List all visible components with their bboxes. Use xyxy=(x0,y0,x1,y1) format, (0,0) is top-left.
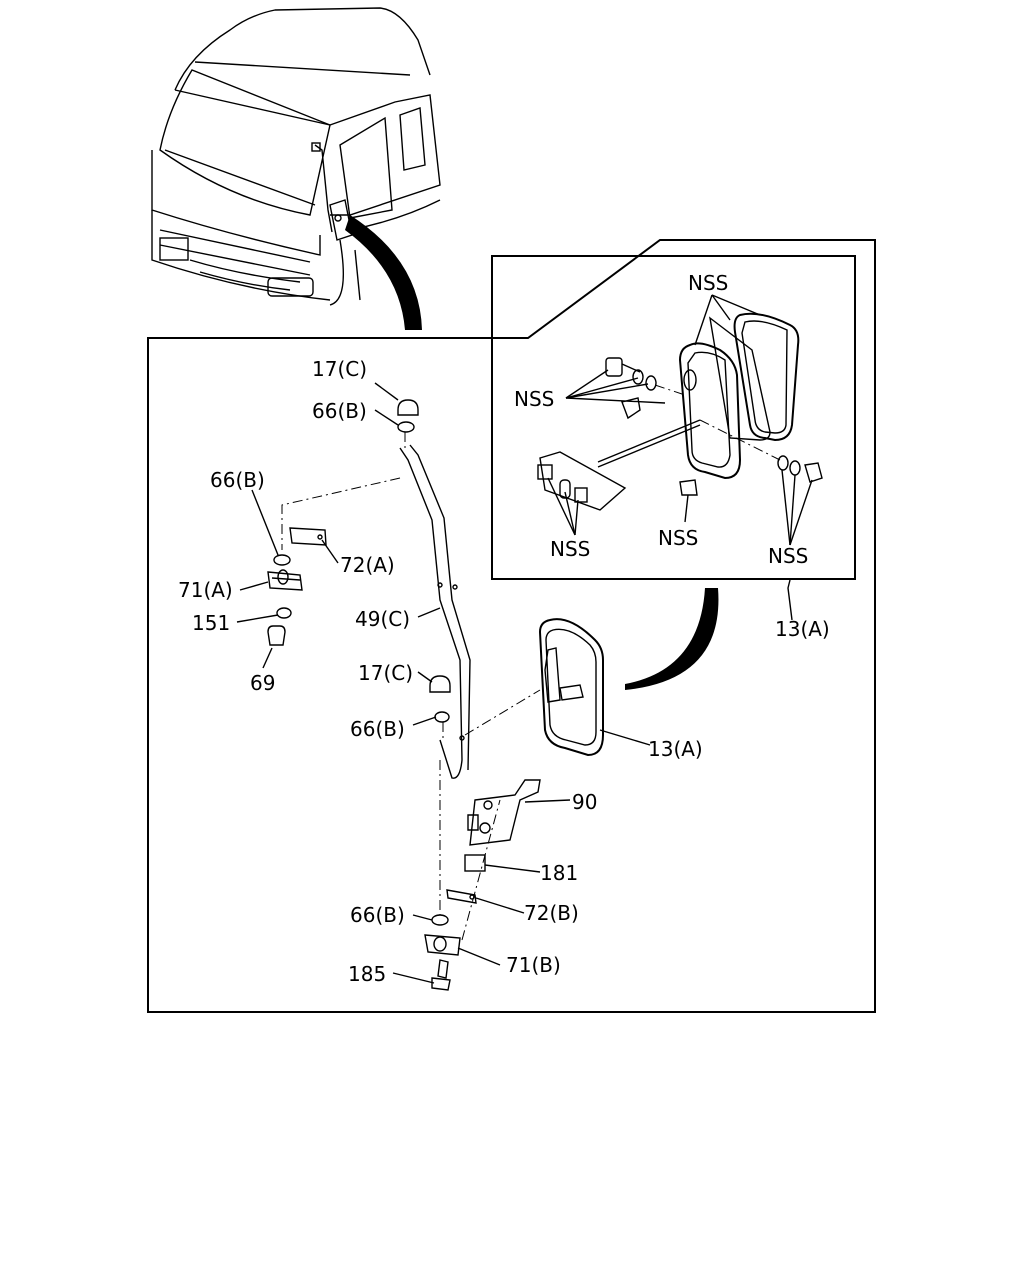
label-nss-bracket: NSS xyxy=(550,537,590,561)
label-66b-top: 66(B) xyxy=(312,399,367,423)
main-detail-frame xyxy=(147,239,876,1013)
leader-lines xyxy=(236,382,793,984)
nss-leaders xyxy=(547,294,813,546)
label-181: 181 xyxy=(540,861,578,885)
label-151: 151 xyxy=(192,611,230,635)
label-66b-bottom: 66(B) xyxy=(350,903,405,927)
mirror-stay xyxy=(397,399,471,779)
inset-mirror-exploded xyxy=(537,312,823,511)
label-185: 185 xyxy=(348,962,386,986)
inset-detail-frame xyxy=(491,255,856,580)
label-72b: 72(B) xyxy=(524,901,579,925)
callout-arrow-inset xyxy=(625,588,719,690)
label-17c-mid: 17(C) xyxy=(358,661,413,685)
truck-cab-illustration xyxy=(151,7,441,330)
label-72a: 72(A) xyxy=(340,553,395,577)
lower-clamp-group xyxy=(424,760,541,991)
label-69: 69 xyxy=(250,671,275,695)
label-17c-top: 17(C) xyxy=(312,357,367,381)
label-13a-main: 13(A) xyxy=(648,737,703,761)
callout-arrow-top xyxy=(345,215,422,330)
label-nss-center: NSS xyxy=(658,526,698,550)
label-13a-inset: 13(A) xyxy=(775,617,830,641)
label-nss-left: NSS xyxy=(514,387,554,411)
label-66b-mid: 66(B) xyxy=(350,717,405,741)
label-71b: 71(B) xyxy=(506,953,561,977)
label-66b-left: 66(B) xyxy=(210,468,265,492)
label-nss-right: NSS xyxy=(768,544,808,568)
label-49c: 49(C) xyxy=(355,607,410,631)
label-nss-top: NSS xyxy=(688,271,728,295)
label-71a: 71(A) xyxy=(178,578,233,602)
label-90: 90 xyxy=(572,790,597,814)
mirror-assembly xyxy=(464,618,604,757)
